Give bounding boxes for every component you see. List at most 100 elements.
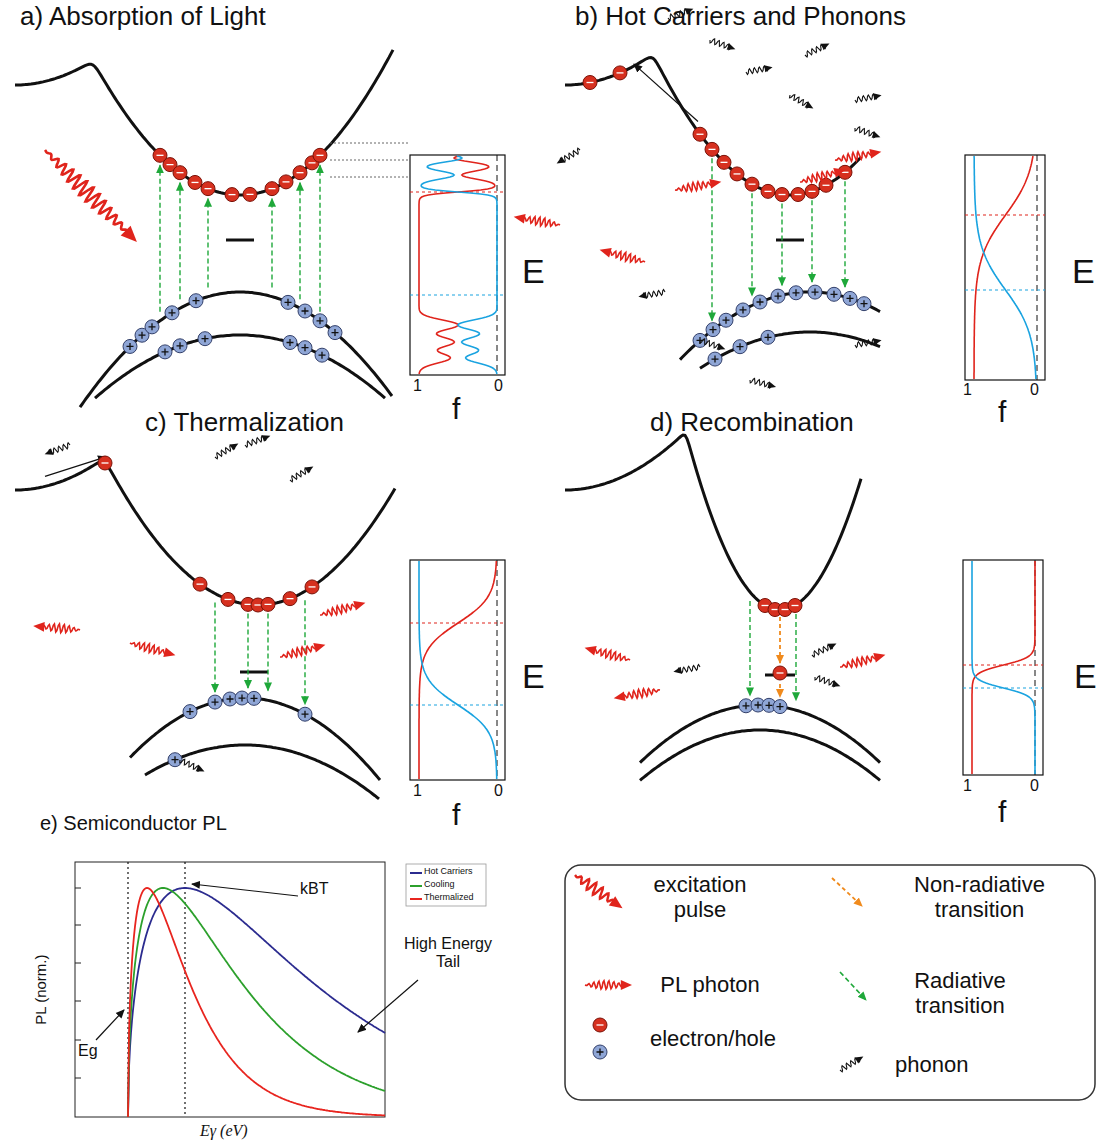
electron [773,666,787,680]
guide-line [330,177,410,178]
hole [328,326,342,340]
electron [762,605,769,606]
pl-photon [585,981,625,990]
phonon-symbol [179,757,206,775]
pl-photon [598,245,646,267]
radiative-transition [179,183,180,300]
occupation-curve [419,561,496,779]
occupation-plot [963,560,1043,775]
hole [775,293,782,300]
electron [613,66,627,80]
scattering-arrow [634,64,698,121]
radiative-transition [795,614,796,700]
hole [706,323,720,337]
radiative-transition [207,199,208,288]
hole [313,314,327,328]
hole [812,289,819,296]
phonon-symbol [838,1053,865,1073]
electron [221,592,235,606]
electron [697,134,704,135]
electron [791,188,805,202]
zero-line [1037,155,1038,380]
hole [123,339,137,353]
phonon-symbol [788,92,815,112]
occupation-plot [410,560,505,780]
electron [792,605,799,606]
pl-photon [839,653,880,672]
excitation-pulse-icon [609,896,626,913]
hole [743,702,750,709]
hole [766,702,773,709]
hole [198,332,212,346]
hole [317,317,324,324]
non-radiative-transition [779,617,781,663]
peak-line [184,862,185,1117]
hole [847,295,854,302]
tick-label: 1 [963,381,972,399]
legend-swatch [410,885,422,887]
electron [782,609,789,610]
hole [737,343,744,350]
electron [283,592,297,606]
hole [172,756,179,763]
pl-photon [869,147,882,159]
hole [831,291,838,298]
pl-photon [605,248,646,267]
electron [283,181,290,182]
electron [269,188,276,189]
phonon-symbol [854,125,882,141]
hole [808,285,822,299]
electron [293,166,307,180]
electron [765,191,772,192]
electron [197,583,204,584]
hole [771,289,785,303]
axis-tick [75,1040,81,1041]
axis-label: f [998,795,1006,830]
axis-tick [75,1001,81,1002]
electron [309,162,316,163]
axis-label: f [452,798,460,833]
axis-label: E [1074,657,1097,696]
tick-label: 0 [494,377,503,395]
electron [730,167,744,181]
pl-spectrum [128,888,385,1117]
hole [193,297,200,304]
electron [225,188,239,202]
pl-photon [279,640,327,662]
occupation-curve [974,156,1033,379]
pl-photon [613,691,626,703]
hole [168,753,182,767]
electron [243,187,257,201]
hole [723,317,730,324]
electron [809,191,816,192]
pl-photon [585,980,632,990]
electron [745,177,759,191]
tick-label: 1 [413,782,422,800]
hole [793,289,800,296]
hole [761,330,775,344]
occupation-curve [419,561,497,779]
electron [188,175,202,189]
pl-photon [613,685,661,703]
electron [225,599,232,600]
legend-text: Non-radiative transition [872,872,1087,923]
valence-band [700,332,880,368]
electron [583,76,597,90]
pl-photon [839,650,887,672]
hole [827,287,841,301]
electron [761,184,775,198]
non-radiative-icon [832,878,862,906]
hole [773,700,787,714]
radiative-transition [844,181,845,287]
pl-photon [621,980,632,990]
legend-text: excitation pulse [635,872,765,923]
phonon-symbol [764,64,773,72]
defect-level [776,239,804,242]
hole [287,339,294,346]
hole [202,335,209,342]
occupation-curve [972,561,1035,774]
pl-photon [873,650,886,662]
conduction-band [15,462,395,605]
axis-tick [75,925,81,926]
occupation-curve [974,156,1036,379]
